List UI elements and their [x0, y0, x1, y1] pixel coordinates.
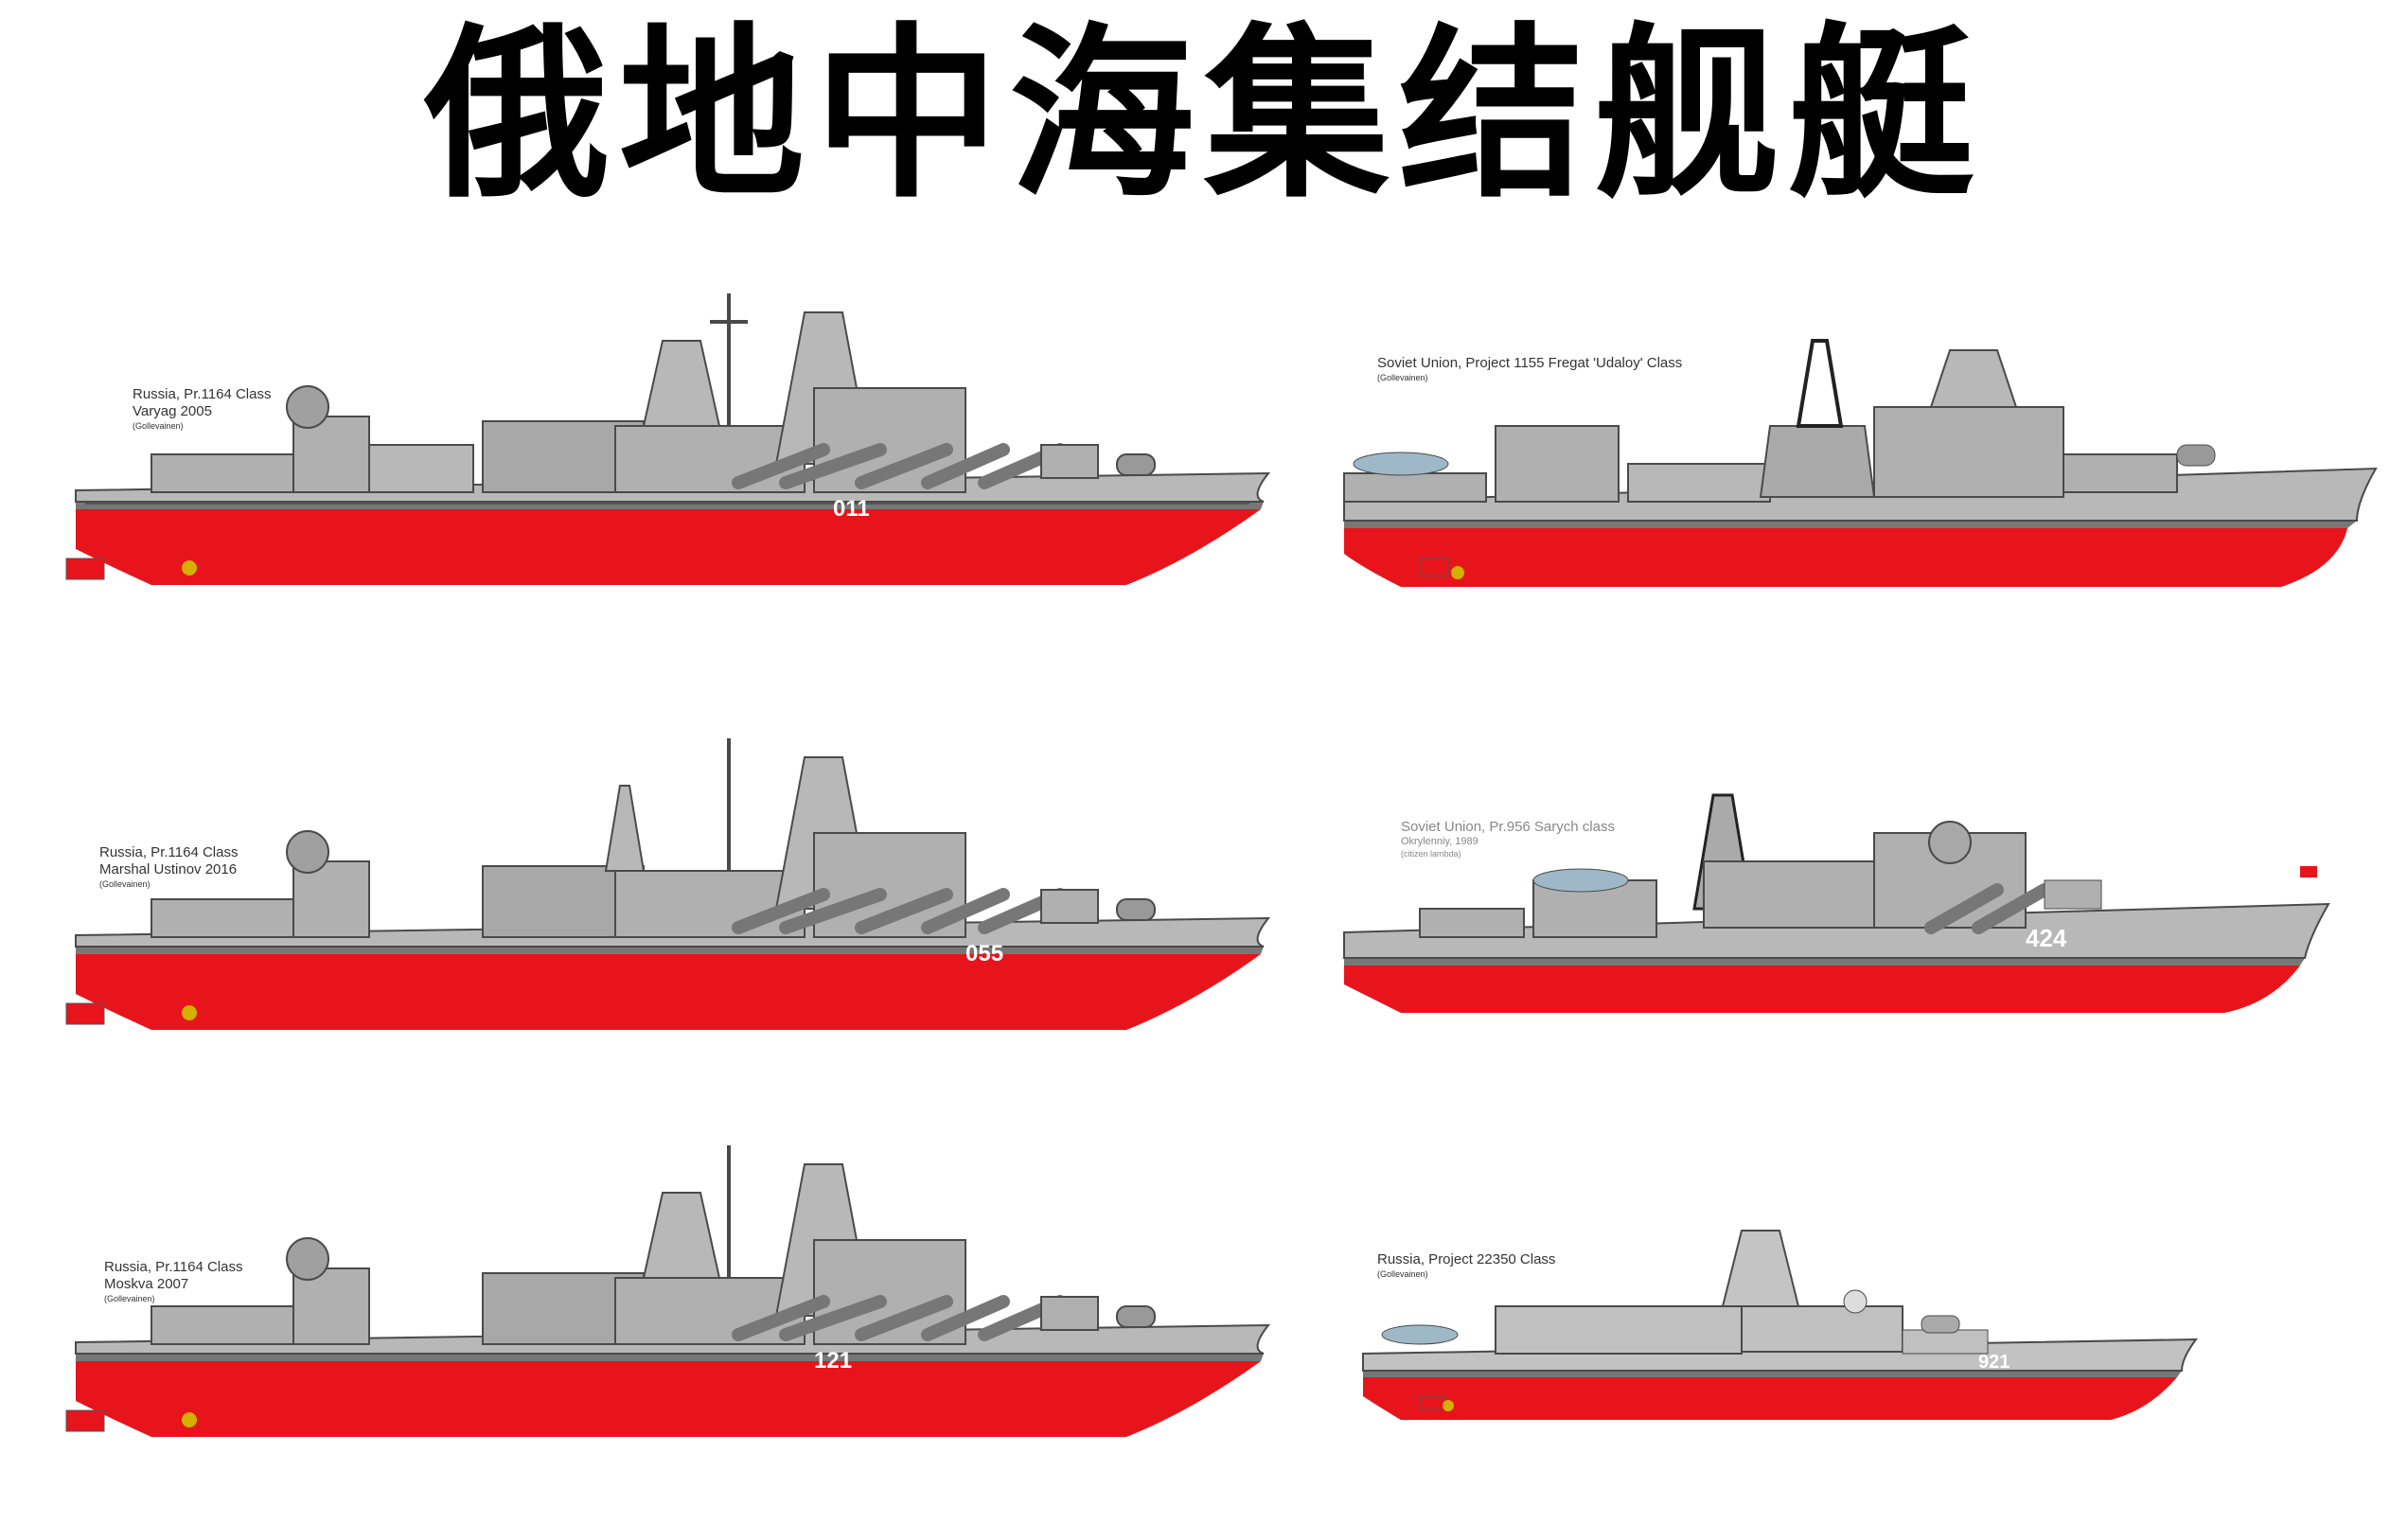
- artist-credit: (Gollevainen): [104, 1294, 155, 1303]
- ship-name-label: Varyag 2005: [133, 403, 212, 419]
- artist-credit: (Gollevainen): [99, 879, 150, 889]
- hull-number: 921: [1978, 1352, 2010, 1373]
- ship-caption: Russia, Project 22350 Class (Gollevainen…: [1377, 1251, 1555, 1280]
- page-title: 俄地中海集结舰艇: [423, 8, 1984, 223]
- ship-class-label: Soviet Union, Pr.956 Sarych class: [1401, 819, 1615, 835]
- artist-credit: (Gollevainen): [1377, 1269, 1428, 1279]
- hull-number: 424: [2026, 924, 2067, 952]
- ship-name-label: Marshal Ustinov 2016: [99, 861, 238, 877]
- ship-panel-varyag: 011 Russia, Pr.1164 Class Varyag 2005 (G…: [65, 284, 1401, 596]
- artist-credit: (Gollevainen): [1377, 373, 1428, 382]
- destroyer-profile-icon: [1343, 339, 2378, 587]
- cruiser-profile-icon: 011: [65, 293, 1271, 585]
- artist-credit: (citizen lambda): [1401, 849, 1461, 859]
- cruiser-profile-icon: 055: [65, 738, 1271, 1030]
- cruiser-profile-icon: 121: [65, 1145, 1271, 1437]
- artist-credit: (Gollevainen): [133, 421, 184, 431]
- ship-class-label: Russia, Pr.1164 Class: [133, 386, 272, 402]
- ship-name-label: Moskva 2007: [104, 1276, 189, 1292]
- ship-name-label: Okrylenniy, 1989: [1401, 836, 1478, 847]
- ship-class-label: Russia, Pr.1164 Class: [104, 1259, 243, 1275]
- hull-number: 011: [833, 496, 870, 522]
- ship-panel-project-22350: 921 Russia, Project 22350 Class (Golleva…: [1362, 1212, 2408, 1524]
- ship-caption: Russia, Pr.1164 Class Marshal Ustinov 20…: [99, 844, 238, 890]
- ship-class-label: Russia, Pr.1164 Class: [99, 844, 239, 860]
- ship-class-label: Soviet Union, Project 1155 Fregat 'Udalo…: [1377, 355, 1683, 371]
- ship-caption: Soviet Union, Pr.956 Sarych class Okryle…: [1401, 819, 1615, 859]
- ship-caption: Russia, Pr.1164 Class Varyag 2005 (Golle…: [133, 386, 271, 432]
- frigate-profile-icon: 921: [1362, 1230, 2199, 1420]
- ship-caption: Soviet Union, Project 1155 Fregat 'Udalo…: [1377, 355, 1682, 383]
- ship-panel-marshal-ustinov: 055 Russia, Pr.1164 Class Marshal Ustino…: [65, 729, 1401, 1041]
- ship-panel-okrylenniy: 424 Soviet Union, Pr.956 Sarych class Ok…: [1343, 776, 2408, 1089]
- ship-panel-moskva: 121 Russia, Pr.1164 Class Moskva 2007 (G…: [65, 1136, 1401, 1448]
- ship-caption: Russia, Pr.1164 Class Moskva 2007 (Golle…: [104, 1259, 242, 1304]
- ship-panel-udaloy: Soviet Union, Project 1155 Fregat 'Udalo…: [1343, 312, 2408, 625]
- ship-class-label: Russia, Project 22350 Class: [1377, 1251, 1556, 1267]
- hull-number: 121: [814, 1348, 852, 1373]
- destroyer-profile-icon: 424: [1343, 793, 2330, 1013]
- hull-number: 055: [965, 941, 1003, 966]
